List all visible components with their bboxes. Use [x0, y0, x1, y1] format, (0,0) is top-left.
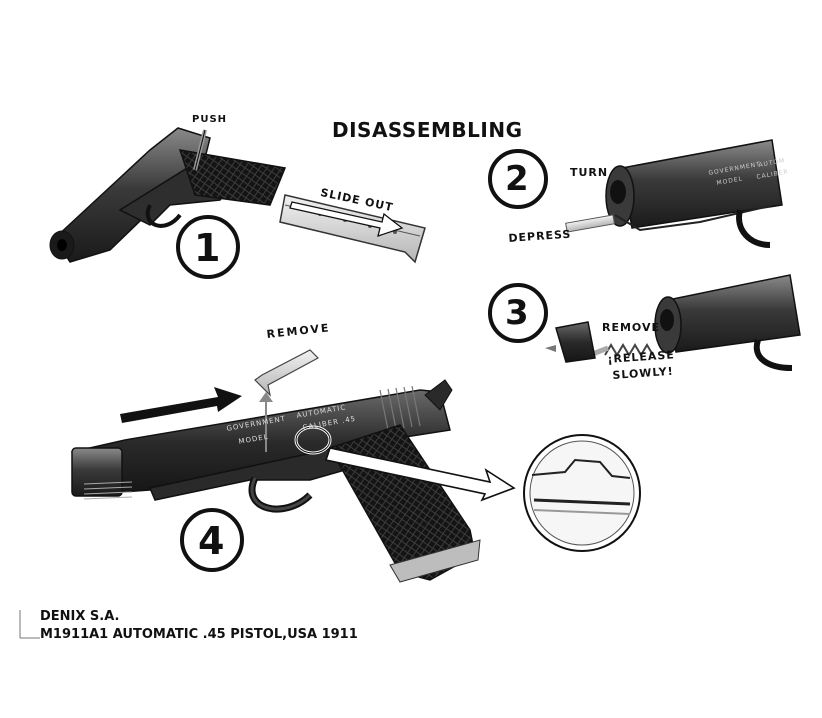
step-1-pistol: [49, 127, 287, 263]
diagram-title: DISASSEMBLING: [332, 118, 523, 142]
step-4-pistol: [71, 349, 481, 583]
step-1-number: 1: [194, 226, 222, 270]
step-3-number-circle: [488, 283, 548, 343]
step-4-push-arrow: [120, 387, 242, 423]
step-1-push-label: PUSH: [192, 114, 228, 125]
footer-model: M1911A1 AUTOMATIC .45 PISTOL,USA 1911: [40, 627, 358, 642]
step-2-number-circle: [488, 149, 548, 209]
step-2-barrel-assembly: [565, 139, 783, 248]
step-3-bushing: [545, 321, 596, 363]
step-2-turn-label: TURN: [570, 166, 609, 179]
detail-magnifier: [523, 434, 641, 552]
footer-brand: DENIX S.A.: [40, 609, 120, 624]
step-3-remove-label: REMOVE: [602, 321, 661, 334]
step-2-number: 2: [505, 159, 530, 199]
step-1-number-circle: [176, 215, 240, 279]
step-4-highlight: [294, 425, 516, 502]
step-4-number-circle: [180, 508, 244, 572]
step-3-number: 3: [505, 293, 530, 333]
axis-glyph-icon: [19, 610, 40, 639]
step-4-number: 4: [198, 519, 226, 563]
step-1-magazine: [279, 194, 426, 264]
